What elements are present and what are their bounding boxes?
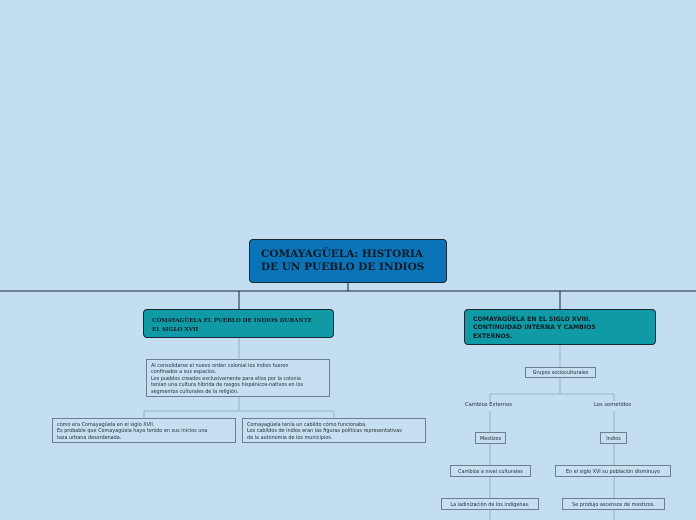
subtopic-ladinizacion[interactable]: La ladinización de los indígenas. [441,498,539,510]
subtopic-text-line: Los cabildos de indios eran las figuras … [247,428,402,435]
subtopic-text-line: de la autonomía de los municipios. [247,434,333,441]
subtopic-text-line: segmentos culturales de la religión. [151,388,239,395]
subtopic-text-line: Comayagüela tenía un cabildo cómo funcio… [247,422,367,428]
subtopic-text-line: Es probable que Comayagüela haya tenido … [57,428,208,435]
label-los-sometidos[interactable]: Los sometidos [594,402,632,408]
subtopic-poblacion-disminuyo[interactable]: En el siglo XVI su población disminuyo [555,465,671,477]
subtopic-comayaguela-xvii[interactable]: cómo era Comayagüela en el siglo XVII. E… [52,418,236,443]
subtopic-colonial-order[interactable]: Al consolidarse el nuevo orden colonial … [146,359,330,397]
subtopic-grupos-socioculturales[interactable]: Grupos socioculturales [525,367,596,378]
subtopic-cabildo[interactable]: Comayagüela tenía un cabildo cómo funcio… [242,418,426,443]
branch-title-line-2: EL SIGLO XVII [152,326,199,333]
subtopic-text-line: taza urbana desordenada. [57,434,122,441]
branch-title-line-2: CONTINUIDAD INTERNA Y CAMBIOS [473,324,596,332]
subtopic-text-line: tenían una cultura híbrida de rasgos his… [151,382,304,389]
root-title-line-2: DE UN PUEBLO DE INDIOS [261,261,425,273]
root-topic[interactable]: COMAYAGÜELA: HISTORIA DE UN PUEBLO DE IN… [249,239,447,283]
subtopic-text-line: cómo era Comayagüela en el siglo XVII. [57,422,155,428]
subtopic-text-line: Al consolidarse el nuevo orden colonial … [151,363,289,369]
subtopic-mestizos[interactable]: Mestizos [475,432,506,444]
branch-title-line-3: EXTERNOS. [473,332,513,340]
branch-topic-siglo-xvii[interactable]: COMAYAGÜELA EL PUEBLO DE INDIOS DURANTE … [143,309,334,338]
subtopic-text-line: confinados a sus espacios. [151,369,217,376]
branch-title-line-1: COMAYAGÜELA EN EL SIGLO XVIII. [473,316,591,323]
subtopic-indios[interactable]: Indios [600,432,627,444]
subtopic-ascensos-mestizos[interactable]: Se produjo ascensos de mestizos. [562,498,665,510]
subtopic-cambios-culturales[interactable]: Cambios a nivel culturales [450,465,531,477]
branch-topic-siglo-xviii[interactable]: COMAYAGÜELA EN EL SIGLO XVIII. CONTINUID… [464,309,656,345]
branch-title-line-1: COMAYAGÜELA EL PUEBLO DE INDIOS DURANTE [152,318,313,324]
label-cambios-externos[interactable]: Cambios Externos [465,402,512,408]
subtopic-text-line: Los pueblos creados exclusivamente para … [151,375,301,382]
root-title-line-1: COMAYAGÜELA: HISTORIA [261,248,424,260]
